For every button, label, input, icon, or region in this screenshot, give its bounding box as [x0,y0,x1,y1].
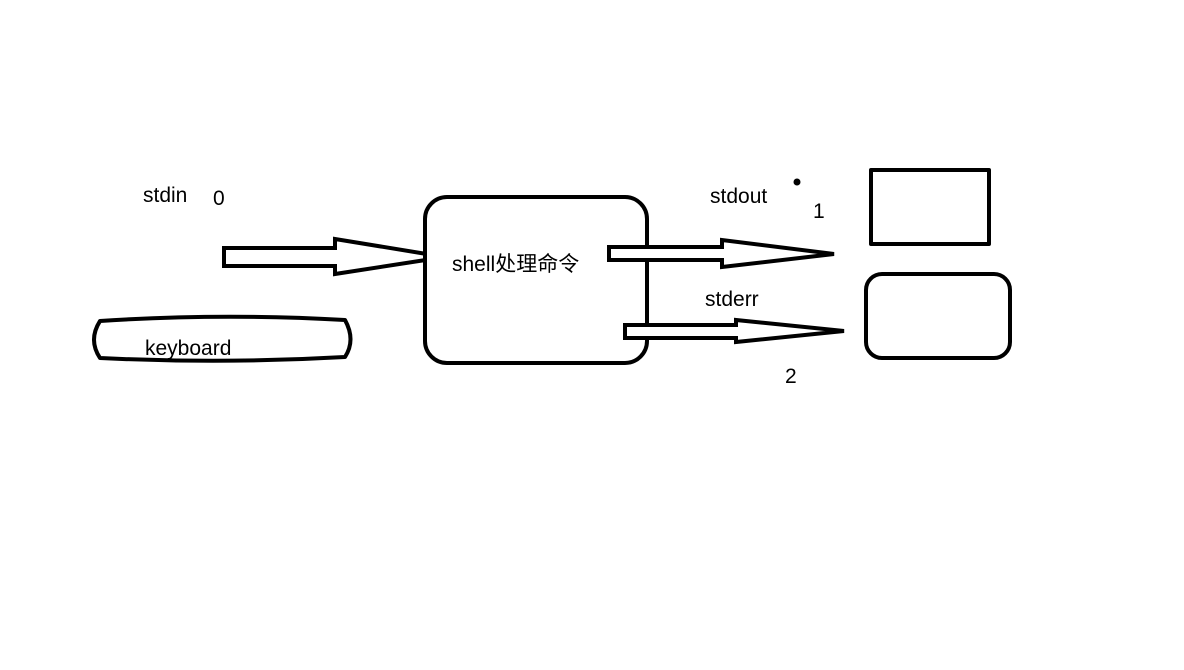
stdout-target-box [869,168,991,246]
keyboard-shape [92,314,353,363]
shell-box [423,195,649,365]
stderr-arrow [623,317,845,345]
stdin-label: stdin [143,184,187,207]
stdout-arrow [607,237,835,270]
shell-label: shell处理命令 [452,253,579,276]
stderr-target-box [864,272,1012,360]
stdout-dot [793,178,801,186]
stdin-arrow [222,236,446,277]
stderr-fd-label: 2 [785,365,797,388]
stdout-label: stdout [710,185,767,208]
stdout-fd-label: 1 [813,200,825,223]
stderr-label: stderr [705,288,759,311]
stdin-fd-label: 0 [213,187,225,210]
keyboard-label: keyboard [145,337,231,360]
